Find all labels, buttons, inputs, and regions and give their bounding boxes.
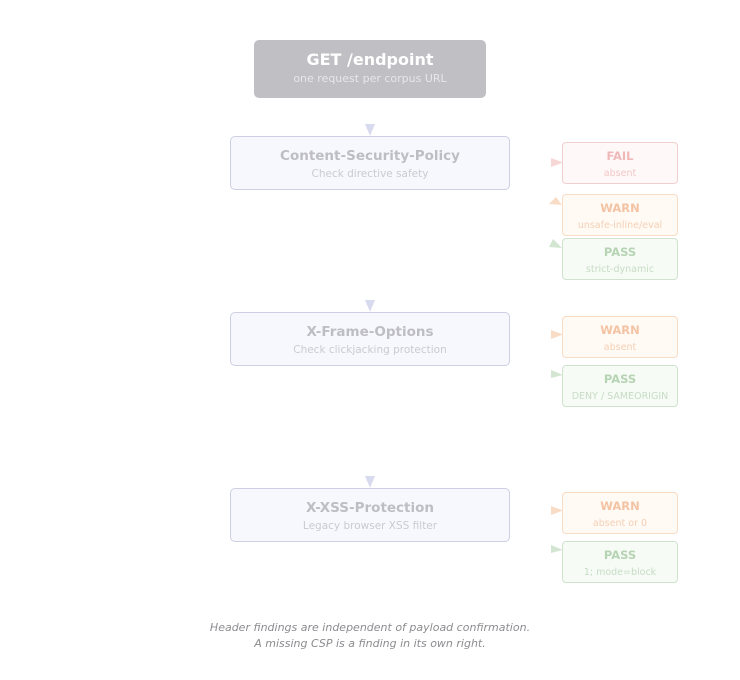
result-detail: DENY / SAMEORIGIN <box>571 391 669 402</box>
result-status: FAIL <box>606 149 634 163</box>
result-detail: 1; mode=block <box>583 567 657 578</box>
result-detail: absent or 0 <box>592 518 648 529</box>
arrow-csp-fail <box>551 158 563 167</box>
result-csp-warn: WARN unsafe-inline/eval <box>562 194 678 236</box>
check-x-frame-options: X-Frame-Options Check clickjacking prote… <box>230 312 510 366</box>
check-subtitle: Check directive safety <box>311 168 429 180</box>
footnote-line-1: Header findings are independent of paylo… <box>209 621 531 634</box>
arrow-xxss-pass <box>551 545 563 553</box>
footnote-line-2: A missing CSP is a finding in its own ri… <box>254 637 486 650</box>
request-node: GET /endpoint one request per corpus URL <box>254 40 486 98</box>
arrow-xxss-warn <box>551 506 563 515</box>
result-status: WARN <box>600 499 640 513</box>
request-subtitle: one request per corpus URL <box>293 72 447 85</box>
check-title: X-XSS-Protection <box>305 500 435 516</box>
arrow-to-csp <box>365 124 375 136</box>
arrow-to-xfo <box>365 300 375 312</box>
result-status: WARN <box>600 201 640 215</box>
result-detail: absent <box>603 342 637 353</box>
result-status: PASS <box>603 245 637 259</box>
check-csp: Content-Security-Policy Check directive … <box>230 136 510 190</box>
result-status: PASS <box>603 548 637 562</box>
result-xxss-pass: PASS 1; mode=block <box>562 541 678 583</box>
check-subtitle: Check clickjacking protection <box>293 344 447 356</box>
check-title: X-Frame-Options <box>306 324 434 340</box>
result-detail: absent <box>603 168 637 179</box>
result-detail: unsafe-inline/eval <box>577 220 663 231</box>
result-status: WARN <box>600 323 640 337</box>
arrow-csp-warn <box>549 197 562 205</box>
check-x-xss-protection: X-XSS-Protection Legacy browser XSS filt… <box>230 488 510 542</box>
result-xxss-warn: WARN absent or 0 <box>562 492 678 534</box>
result-xfo-warn: WARN absent <box>562 316 678 358</box>
result-status: PASS <box>603 372 637 386</box>
result-csp-fail: FAIL absent <box>562 142 678 184</box>
arrow-xfo-pass <box>551 370 563 378</box>
arrow-to-xxss <box>365 476 375 488</box>
arrow-xfo-warn <box>551 330 563 339</box>
result-xfo-pass: PASS DENY / SAMEORIGIN <box>562 365 678 407</box>
arrow-csp-pass <box>549 239 562 248</box>
result-detail: strict-dynamic <box>585 264 655 275</box>
check-title: Content-Security-Policy <box>280 148 460 164</box>
result-csp-pass: PASS strict-dynamic <box>562 238 678 280</box>
request-title: GET /endpoint <box>306 50 434 69</box>
check-subtitle: Legacy browser XSS filter <box>302 520 438 532</box>
